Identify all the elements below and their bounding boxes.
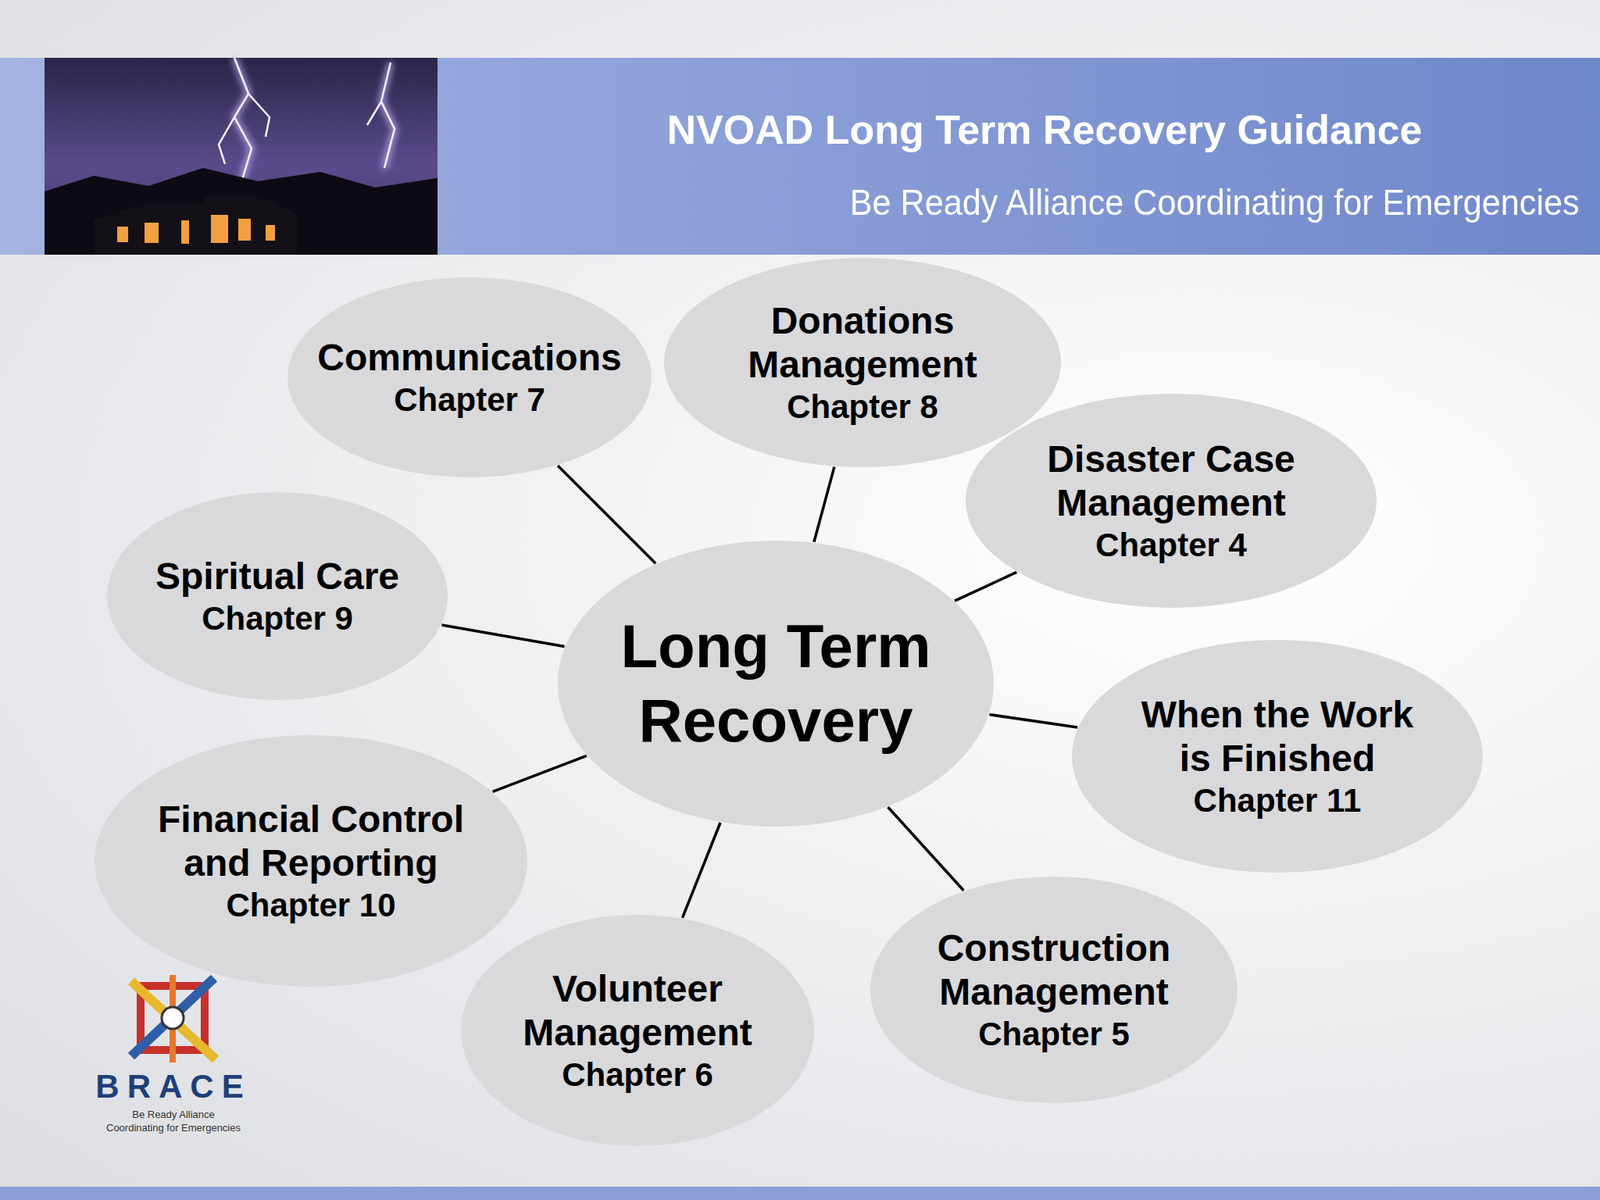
chapter-label: Chapter 5 — [917, 1014, 1191, 1054]
topic-ellipse: Spiritual CareChapter 9 — [106, 491, 449, 701]
topic-ellipse: Financial Control and ReportingChapter 1… — [93, 734, 529, 988]
chapter-label: Chapter 11 — [1121, 781, 1434, 821]
chapter-label: Chapter 9 — [155, 599, 400, 639]
node-text: Spiritual CareChapter 9 — [155, 554, 400, 638]
chapter-label: Chapter 4 — [1022, 525, 1320, 565]
chapter-label: Chapter 10 — [139, 885, 483, 925]
node-text: Long Term Recovery — [603, 609, 948, 758]
brace-logo-mark — [131, 975, 216, 1063]
node-text: Financial Control and ReportingChapter 1… — [139, 797, 483, 925]
node-heading: When the Work is Finished — [1121, 692, 1434, 782]
slide-subtitle: Be Ready Alliance Coordinating for Emerg… — [850, 181, 1580, 224]
node-heading: Construction Management — [917, 926, 1191, 1015]
connector-line — [557, 465, 656, 564]
logo-tagline: Coordinating for Emergencies — [106, 1121, 241, 1134]
topic-ellipse: CommunicationsChapter 7 — [286, 276, 653, 479]
chapter-label: Chapter 6 — [504, 1055, 771, 1095]
logo-wordmark: BRACE — [95, 1067, 251, 1106]
chapter-label: Chapter 8 — [721, 387, 1004, 427]
topic-ellipse: Donations ManagementChapter 8 — [663, 257, 1062, 468]
connector-line — [682, 822, 721, 918]
node-heading: Volunteer Management — [504, 967, 771, 1056]
topic-ellipse: When the Work is FinishedChapter 11 — [1071, 639, 1484, 874]
connector-line — [492, 755, 587, 792]
node-text: Disaster Case ManagementChapter 4 — [1022, 437, 1320, 565]
header-band — [0, 57, 1600, 255]
node-text: Volunteer ManagementChapter 6 — [504, 967, 771, 1095]
ellipse-outline — [557, 539, 995, 828]
footer-band — [0, 1186, 1600, 1200]
node-heading: Spiritual Care — [155, 554, 400, 600]
node-heading: Disaster Case Management — [1022, 437, 1320, 526]
chapter-label: Chapter 7 — [317, 380, 622, 420]
node-text: When the Work is FinishedChapter 11 — [1121, 692, 1434, 821]
node-heading: Long Term Recovery — [603, 609, 948, 758]
connector-line — [954, 571, 1017, 601]
slide-title: NVOAD Long Term Recovery Guidance — [666, 106, 1422, 154]
node-text: CommunicationsChapter 7 — [317, 335, 622, 419]
hub-ellipse: Long Term Recovery — [557, 539, 995, 828]
topic-ellipse: Construction ManagementChapter 5 — [869, 875, 1239, 1104]
connector-line — [989, 714, 1078, 728]
logo-tagline: Be Ready Alliance — [132, 1108, 215, 1121]
storm-photo — [44, 57, 438, 255]
connector-line — [442, 625, 565, 647]
topic-ellipse: Volunteer ManagementChapter 6 — [460, 914, 815, 1147]
node-heading: Financial Control and Reporting — [139, 797, 483, 886]
connector-line — [814, 467, 835, 543]
node-text: Donations ManagementChapter 8 — [721, 299, 1004, 427]
topic-ellipse: Disaster Case ManagementChapter 4 — [964, 392, 1378, 609]
connector-line — [887, 807, 964, 891]
node-heading: Donations Management — [721, 299, 1004, 388]
node-text: Construction ManagementChapter 5 — [917, 926, 1191, 1054]
node-heading: Communications — [317, 335, 622, 381]
